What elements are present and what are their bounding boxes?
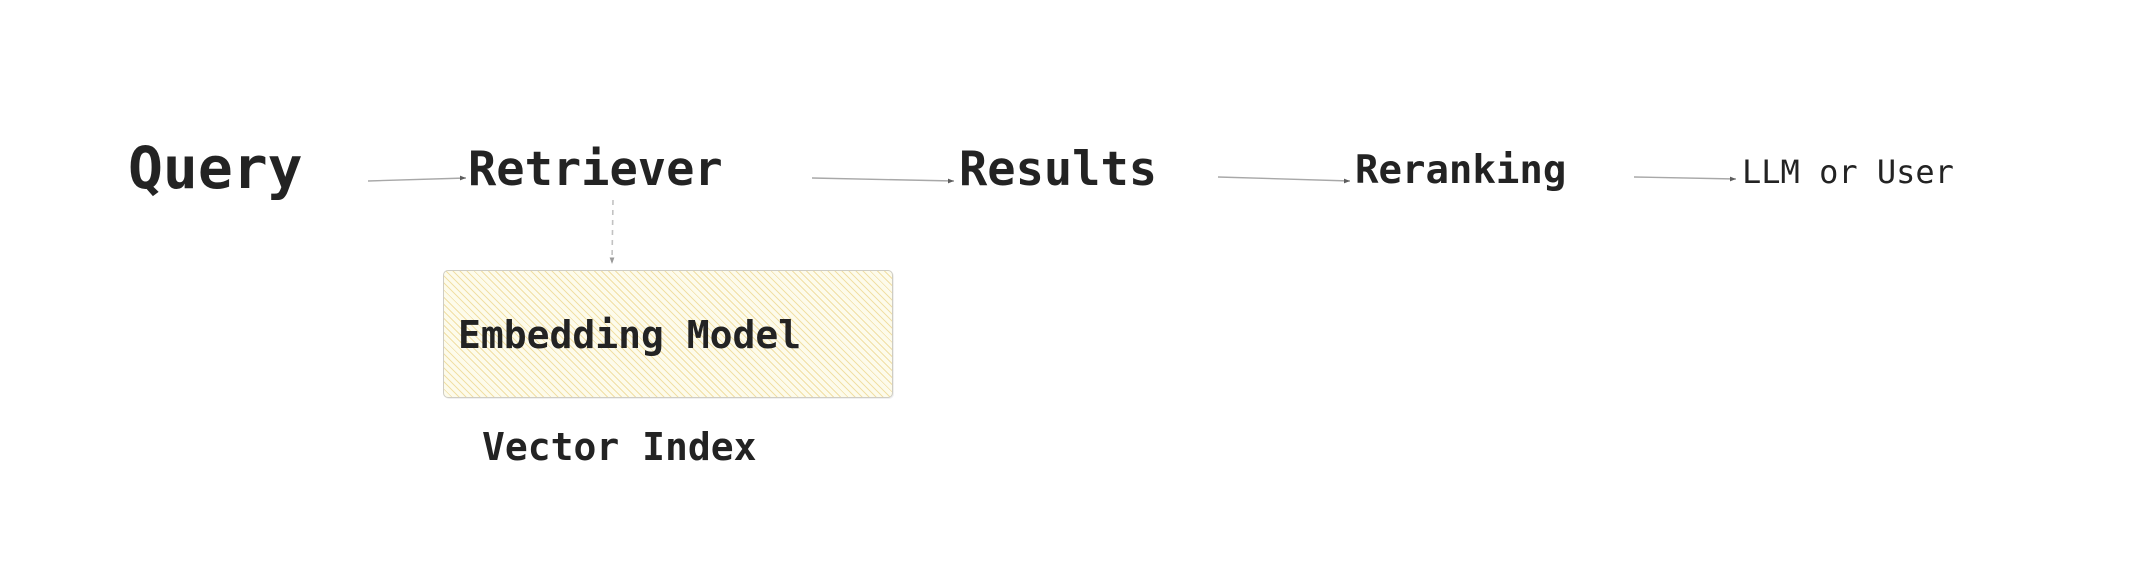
arrow-retriever-to-results <box>811 170 962 188</box>
vector-index-label: Vector Index <box>482 425 757 469</box>
arrow-query-to-retriever <box>367 171 474 189</box>
arrow-reranking-to-llm-or-user <box>1633 169 1744 187</box>
arrow-retriever-to-embedding-model <box>604 199 626 274</box>
node-llm-or-user: LLM or User <box>1742 153 1954 191</box>
embedding-model-box: Embedding Model <box>443 270 893 398</box>
node-results: Results <box>959 142 1158 197</box>
node-reranking: Reranking <box>1355 148 1567 193</box>
node-query: Query <box>128 134 303 202</box>
node-retriever: Retriever <box>468 142 723 197</box>
arrow-results-to-reranking <box>1217 170 1358 188</box>
embedding-model-label: Embedding Model <box>458 313 802 357</box>
